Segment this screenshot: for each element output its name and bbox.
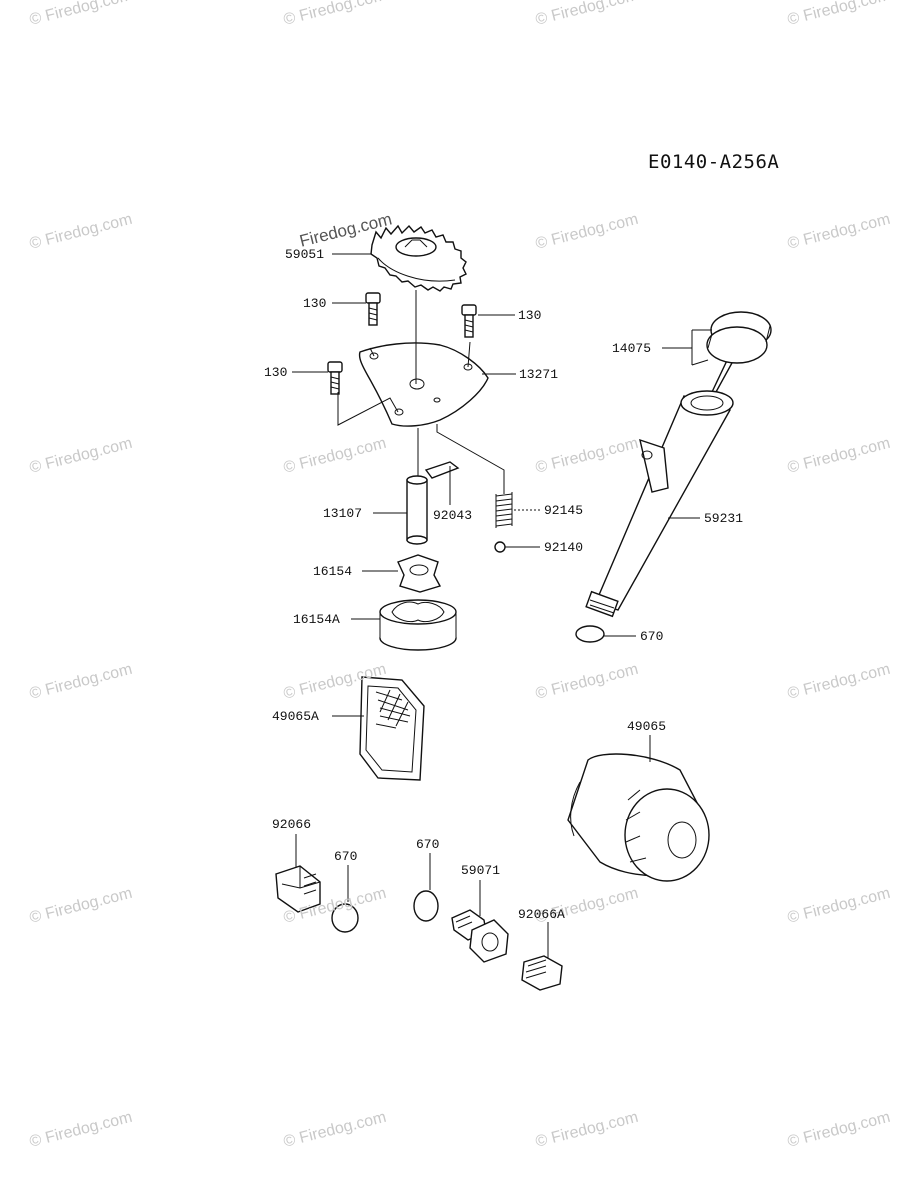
relief-spring: [495, 492, 513, 528]
oil-pump-cover: [358, 342, 489, 427]
relief-ball: [494, 541, 506, 553]
part-label-shaft: 13107: [323, 506, 363, 521]
part-label-strainer: 49065A: [272, 709, 319, 724]
part-label-bolt-lower-left: 130: [264, 365, 288, 380]
part-label-fitting: 59071: [461, 863, 501, 878]
oil-filter: [567, 753, 710, 882]
oil-strainer: [359, 676, 425, 781]
oil-pump-gear: [370, 224, 467, 292]
part-label-o-ring-tube: 670: [640, 629, 664, 644]
outer-rotor: [379, 599, 457, 651]
part-label-inner-rotor: 16154: [313, 564, 353, 579]
part-label-bolt-upper-right: 130: [518, 308, 542, 323]
part-label-plug-left: 92066: [272, 817, 312, 832]
oil-fitting: [451, 909, 509, 963]
part-label-o-ring-middle: 670: [416, 837, 440, 852]
oil-pump-shaft: [406, 461, 460, 545]
o-ring-left: [331, 903, 359, 933]
part-label-plug-right: 92066A: [518, 907, 565, 922]
part-label-bolt-upper-left: 130: [303, 296, 327, 311]
part-label-oil-filter: 49065: [627, 719, 667, 734]
o-ring-middle: [413, 890, 439, 922]
part-label-filler-tube: 59231: [704, 511, 744, 526]
bolt-upper-left: [365, 292, 381, 326]
o-ring-tube: [575, 625, 605, 643]
drain-plug-left: [275, 865, 321, 913]
part-label-spring: 92145: [544, 503, 584, 518]
diagram-code: E0140-A256A: [648, 151, 780, 173]
drain-plug-right: [521, 955, 563, 991]
inner-rotor: [397, 554, 442, 593]
dipstick: [706, 311, 772, 393]
part-label-dipstick: 14075: [612, 341, 652, 356]
part-label-ball: 92140: [544, 540, 584, 555]
part-label-outer-rotor: 16154A: [293, 612, 340, 627]
part-label-pin: 92043: [433, 508, 473, 523]
bolt-upper-right: [461, 304, 477, 338]
bolt-lower-left: [327, 361, 343, 395]
oil-filler-tube: [585, 390, 734, 618]
part-label-o-ring-left: 670: [334, 849, 358, 864]
part-label-gear: 59051: [285, 247, 325, 262]
part-label-pump-cover: 13271: [519, 367, 559, 382]
leader-lines: [292, 253, 712, 958]
